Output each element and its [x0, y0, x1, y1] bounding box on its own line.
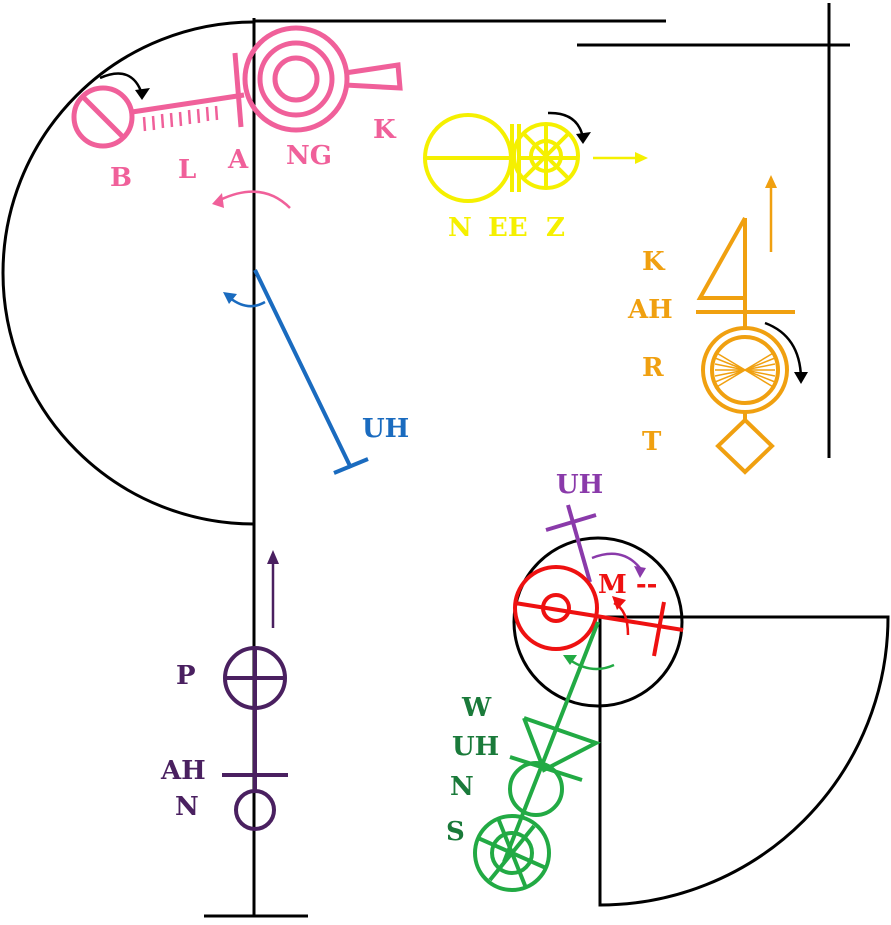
purple-small-circle — [234, 789, 276, 831]
yellow-label-n: N — [448, 213, 472, 243]
violet-arm — [566, 504, 592, 583]
large-joint-circle — [512, 536, 684, 708]
purple-label-p: P — [176, 661, 196, 691]
purple-group — [222, 550, 288, 831]
red-arrowhead — [612, 596, 626, 610]
yellow-label-ee: EE — [488, 213, 528, 243]
yellow-label-z: Z — [546, 213, 565, 243]
blue-label-uh: UH — [362, 414, 409, 444]
pink-labels: B L A NG K — [110, 115, 397, 193]
purple-label-ah: AH — [160, 756, 206, 786]
green-label-s: S — [446, 817, 465, 847]
orange-inner-circle — [710, 335, 780, 405]
pink-label-a: A — [227, 145, 249, 175]
orange-group — [696, 175, 795, 475]
green-arrowhead — [563, 655, 577, 665]
purple-label-n: N — [175, 792, 199, 822]
violet-end-tick — [545, 513, 597, 532]
orange-diamond — [715, 417, 775, 475]
pink-main-bar — [131, 92, 245, 115]
green-gear-inner — [490, 831, 534, 875]
yellow-motion-arrowhead — [635, 152, 648, 164]
green-curved-arrow — [569, 658, 615, 671]
pink-label-l: L — [178, 155, 196, 185]
green-group — [473, 621, 615, 892]
violet-arrowhead — [634, 566, 646, 578]
yellow-group — [423, 113, 648, 203]
orange-bowtie-fan — [714, 351, 776, 389]
purple-labels: P AH N — [160, 661, 206, 822]
pink-concentric-outer — [242, 25, 350, 133]
pink-label-b: B — [110, 163, 132, 193]
blue-arm — [253, 269, 353, 469]
orange-four-shape — [696, 217, 747, 300]
pink-wedge — [344, 62, 403, 91]
black-arrowhead-pink — [135, 88, 150, 100]
pink-crossbar — [232, 52, 244, 128]
green-middle-circle — [508, 761, 564, 817]
black-arrowhead-yellow — [576, 132, 591, 144]
orange-label-r: R — [642, 353, 664, 383]
quarter-circle-shape — [598, 615, 890, 907]
green-gear-spoke-3 — [496, 817, 528, 889]
pink-small-circle — [71, 85, 135, 149]
red-end-tick — [652, 601, 666, 657]
pink-label-k: K — [373, 115, 397, 145]
blue-arrowhead — [223, 292, 237, 304]
green-label-w: W — [461, 693, 492, 723]
orange-label-k: K — [642, 247, 666, 277]
green-label-uh: UH — [452, 732, 499, 762]
purple-up-arrowhead — [267, 550, 279, 564]
yellow-gear-diag-2 — [522, 132, 570, 180]
orange-label-ah: AH — [627, 295, 673, 325]
green-gear-outer — [473, 814, 551, 892]
red-label-m: M -- — [598, 570, 657, 600]
violet-label-uh: UH — [556, 470, 603, 500]
black-frame — [1, 3, 890, 918]
red-large-circle — [513, 565, 599, 651]
orange-up-arrowhead — [765, 175, 777, 188]
pink-curved-arrow — [219, 190, 291, 209]
pink-arrowhead — [212, 193, 224, 208]
violet-curved-arrow — [591, 552, 641, 569]
red-arm — [514, 601, 684, 632]
black-arrowheads — [135, 88, 808, 384]
pink-concentric-inner — [272, 55, 320, 103]
pink-small-circle-slash — [82, 96, 124, 138]
orange-label-t: T — [642, 427, 662, 457]
red-group — [513, 565, 684, 657]
violet-group — [545, 504, 646, 583]
pink-group — [71, 25, 403, 209]
pink-label-ng: NG — [286, 141, 332, 171]
black-arrowhead-orange — [794, 372, 808, 384]
black-arrow-orange — [764, 321, 803, 379]
green-crossbar — [509, 755, 583, 782]
pink-concentric-middle — [257, 40, 335, 118]
green-labels: W UH N S — [446, 693, 499, 847]
left-semicircle — [1, 20, 255, 526]
blue-curved-arrow — [229, 297, 266, 308]
orange-labels: K AH R T — [627, 247, 673, 457]
blue-group — [223, 269, 369, 475]
green-wedge — [522, 716, 602, 773]
pink-hatching — [142, 105, 219, 132]
green-arm — [502, 621, 600, 863]
green-label-n: N — [450, 772, 474, 802]
yellow-labels: N EE Z — [448, 213, 565, 243]
blue-end-tick — [333, 457, 369, 475]
